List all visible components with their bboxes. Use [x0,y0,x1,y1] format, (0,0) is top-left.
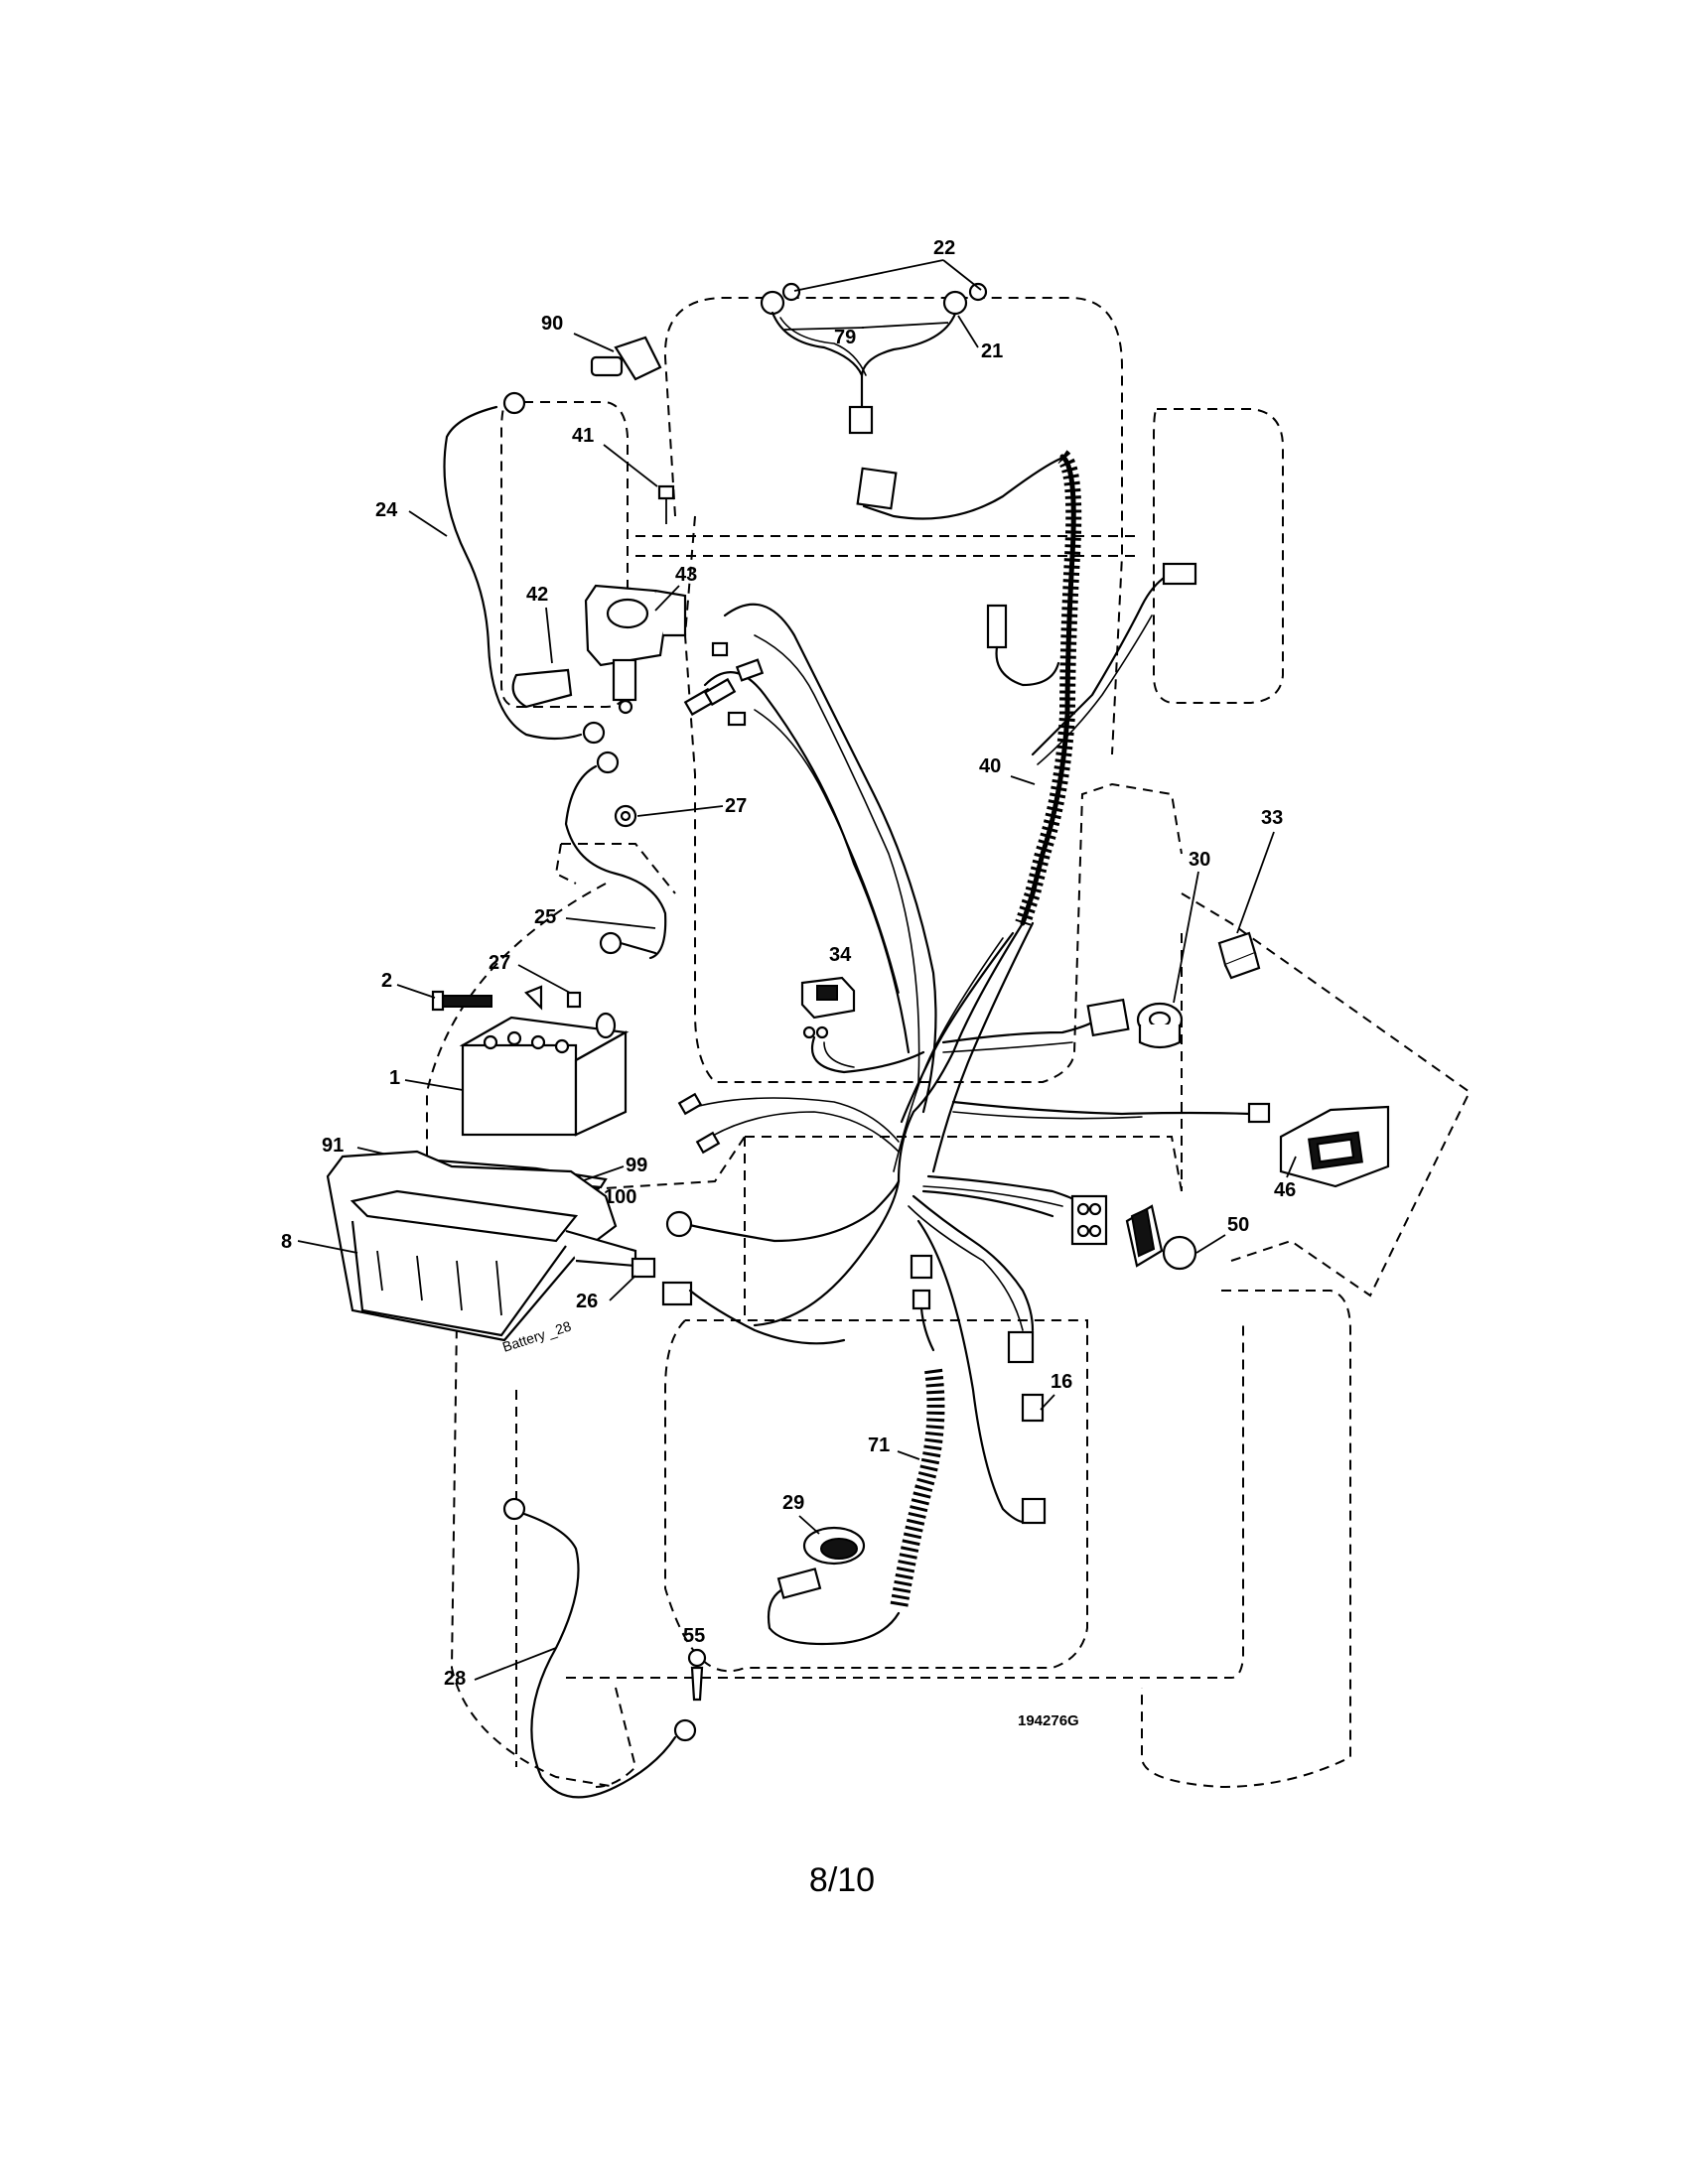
cable-25 [564,751,667,960]
ground-cable-28 [502,1497,697,1799]
solenoid-43 [584,584,687,715]
callout-8: 8 [281,1231,292,1253]
battery-tray-8 [326,1150,637,1342]
callout-1: 1 [389,1067,400,1089]
coil-cord-71 [767,1254,945,1646]
callout-24: 24 [375,499,398,521]
bolt-41 [657,484,675,524]
headlight-connector [848,405,874,435]
page-number: 8/10 [809,1861,875,1899]
callout-90: 90 [541,313,563,335]
callout-46: 46 [1274,1179,1296,1201]
switch-50 [1070,1194,1197,1271]
callout-30: 30 [1189,849,1210,871]
callout-27-top: 27 [725,795,747,817]
cable-24 [443,391,606,745]
seat-switch-29 [776,1526,866,1599]
headlight-bulb-left [760,290,785,316]
connector-26 [631,1257,846,1345]
connector-16 [1007,1330,1047,1525]
callout-41: 41 [572,425,594,447]
callout-22: 22 [933,237,955,259]
callout-27-battery: 27 [489,952,510,974]
switch-34 [800,976,856,1039]
callout-50: 50 [1227,1214,1249,1236]
relay-33 [1217,931,1261,980]
headlight-lens-left [781,282,801,302]
nut-27-top [614,804,637,828]
battery-bolt-2 [431,985,582,1012]
callout-43: 43 [675,564,697,586]
callout-91: 91 [322,1135,344,1157]
headlight-lens-right [968,282,988,302]
boot-42 [511,668,573,709]
callout-28: 28 [444,1668,466,1690]
lower-harness-wires [665,1035,925,1327]
callout-99: 99 [626,1155,647,1176]
callout-100: 100 [604,1186,636,1208]
screw-55 [687,1648,707,1702]
ignition-switch-30 [1136,1002,1184,1049]
callout-33: 33 [1261,807,1283,829]
headlight-bulb-right [942,290,968,316]
callout-40: 40 [979,755,1001,777]
callout-42: 42 [526,584,548,606]
callout-79: 79 [834,327,856,348]
callout-29: 29 [782,1492,804,1514]
battery-1 [459,1012,630,1137]
chassis-outline [426,297,1472,1789]
callout-26: 26 [576,1291,598,1312]
wiring-harness-40 [683,450,1197,1183]
part-90-plug [590,336,662,381]
right-harness-wires [908,998,1271,1524]
callout-16: 16 [1051,1371,1072,1393]
hour-meter-46 [1279,1105,1390,1188]
headlight-assembly [760,282,988,435]
callout-25: 25 [534,906,556,928]
callout-34: 34 [829,944,852,966]
callout-2: 2 [381,970,392,992]
callout-71: 71 [868,1434,890,1456]
callout-21: 21 [981,341,1003,362]
callout-55: 55 [683,1625,705,1647]
drawing-number: 194276G [1018,1712,1079,1729]
